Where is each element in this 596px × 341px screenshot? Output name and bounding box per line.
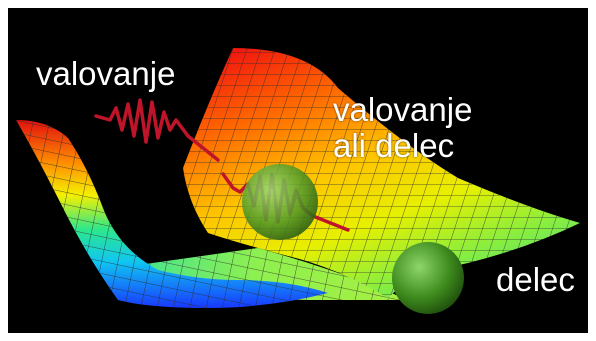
diagram-scene <box>16 48 580 314</box>
label-wave: valovanje <box>36 55 176 92</box>
label-particle: delec <box>496 261 575 298</box>
label-wave-or-particle-line1: valovanje <box>333 91 473 128</box>
label-wave-or-particle: valovanje ali delec <box>333 92 472 164</box>
particle-sphere-icon <box>392 242 464 314</box>
wave-particle-sphere-icon <box>242 164 318 240</box>
diagram-panel: valovanje valovanje ali delec delec <box>8 8 588 333</box>
surface-left-flap <box>16 120 328 308</box>
label-wave-or-particle-line2: ali delec <box>333 127 455 164</box>
